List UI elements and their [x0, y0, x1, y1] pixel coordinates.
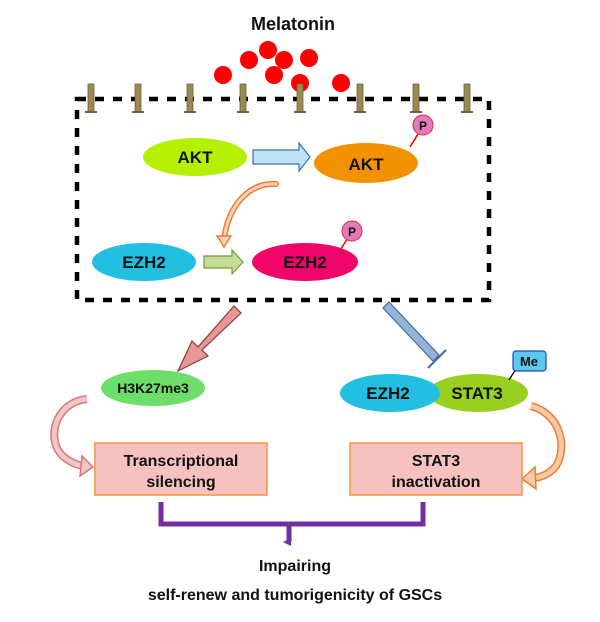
melatonin-dot	[275, 51, 293, 69]
akt-node: AKT	[143, 138, 247, 176]
melatonin-molecules	[214, 41, 350, 92]
akt-phospho-node: AKT P	[314, 114, 434, 183]
phospho-badge-label: P	[348, 225, 356, 239]
melatonin-dot	[291, 74, 309, 92]
methyl-badge-icon	[512, 350, 547, 372]
akt-phospho-ellipse	[314, 143, 418, 183]
receptor-icon	[184, 83, 196, 113]
akt-ellipse	[143, 138, 247, 176]
melatonin-dot	[265, 66, 283, 84]
receptor-icon	[461, 83, 473, 113]
melatonin-dot	[214, 66, 232, 84]
h3k27me3-label: H3K27me3	[117, 380, 189, 396]
cell-membrane-box	[74, 96, 492, 303]
ezh2-ellipse	[92, 243, 196, 281]
phospho-badge-icon	[412, 114, 434, 136]
receptor-icon	[85, 83, 97, 113]
promote-h3k27me3-arrow	[176, 305, 242, 373]
ezh2-phospho-node: EZH2 P	[252, 220, 363, 281]
stat3-label: STAT3	[451, 384, 502, 403]
phospho-badge-icon	[341, 220, 363, 242]
right-box-line2: inactivation	[392, 474, 481, 491]
outcome-line1: Impairing	[259, 558, 331, 575]
left-box-line2: silencing	[146, 474, 215, 491]
complex-ezh2-label: EZH2	[366, 384, 409, 403]
melatonin-dot	[240, 51, 258, 69]
ezh2-phosphorylation-arrow	[203, 248, 244, 276]
stat3-inactivation-box: STAT3 inactivation	[349, 442, 523, 496]
h3k27me3-ellipse	[101, 370, 205, 406]
left-box-line1: Transcriptional	[124, 453, 239, 470]
melatonin-dot	[332, 74, 350, 92]
akt-to-ezh2-curved-arrow	[215, 180, 279, 249]
receptor-icon	[410, 83, 422, 113]
inhibit-complex-bar	[382, 301, 447, 369]
melatonin-dot	[259, 41, 277, 59]
stat3-ellipse	[428, 374, 528, 412]
stat3-inactivation-curved-arrow	[520, 402, 566, 491]
h3k27me3-node: H3K27me3	[101, 370, 205, 406]
melatonin-dot	[300, 49, 318, 67]
receptor-icon	[237, 83, 249, 113]
outcome-line2: self-renew and tumorigenicity of GSCs	[148, 587, 442, 604]
right-box-line1: STAT3	[412, 453, 460, 470]
ezh2-stat3-complex: EZH2 STAT3 Me	[340, 350, 547, 412]
ezh2-phospho-label: EZH2	[283, 253, 326, 272]
complex-ezh2-ellipse	[340, 374, 440, 412]
receptor-icon	[132, 83, 144, 113]
title-melatonin: Melatonin	[251, 14, 335, 34]
activation-arrow	[252, 141, 311, 173]
receptor-icon	[354, 83, 366, 113]
methyl-badge-label: Me	[520, 354, 538, 369]
ezh2-label: EZH2	[122, 253, 165, 272]
transcriptional-silencing-box: Transcriptional silencing	[94, 442, 268, 496]
ezh2-node: EZH2	[92, 243, 196, 281]
convergence-bracket	[158, 502, 426, 546]
akt-label: AKT	[178, 148, 214, 167]
membrane-receptors	[85, 83, 473, 113]
phospho-badge-label: P	[419, 119, 427, 133]
akt-phospho-label: AKT	[349, 155, 385, 174]
ezh2-phospho-ellipse	[252, 243, 358, 281]
receptor-icon	[294, 83, 306, 113]
silencing-curved-arrow	[50, 395, 95, 478]
